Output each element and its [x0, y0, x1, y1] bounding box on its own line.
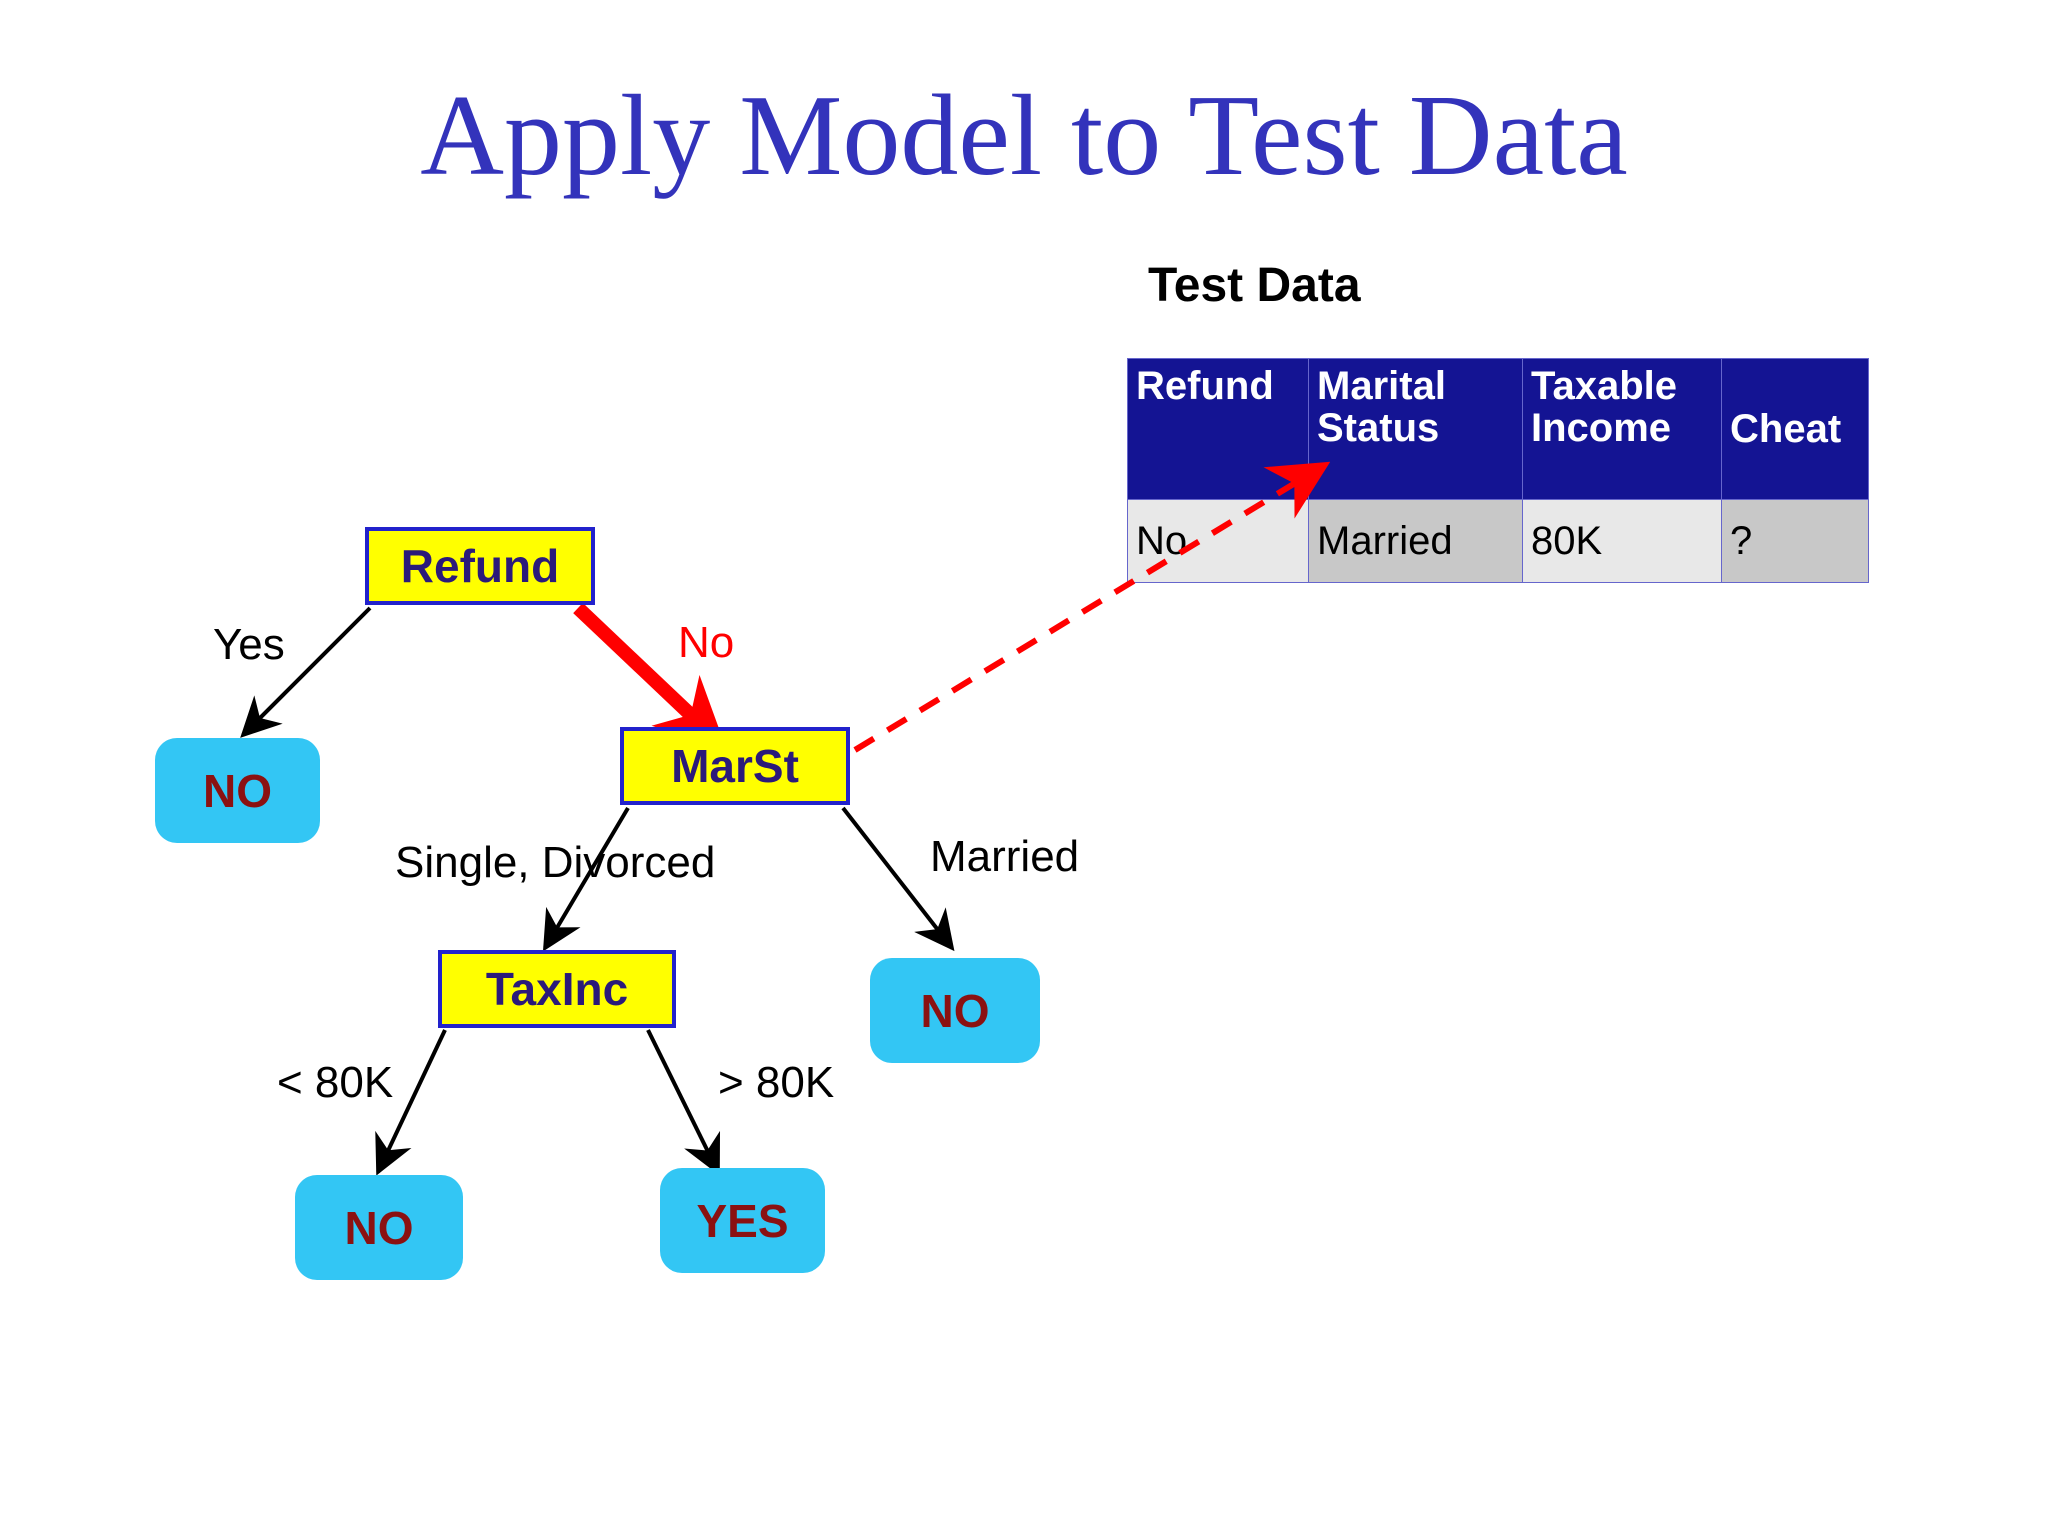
cell-taxable-income: 80K [1522, 499, 1722, 583]
edge-label-taxinc-gt-80k: > 80K [718, 1058, 835, 1107]
cell-refund: No [1127, 499, 1309, 583]
column-header-marital-line2: Status [1317, 406, 1440, 450]
test-data-table: Refund Marital Status Taxable Income Che… [1127, 358, 1869, 583]
column-header-income-line1: Taxable [1531, 364, 1677, 408]
table-row: No Married 80K ? [1127, 499, 1869, 583]
table-header-row: Refund Marital Status Taxable Income Che… [1127, 358, 1869, 500]
edge-label-marst-married: Married [930, 832, 1080, 881]
tree-node-marst[interactable]: MarSt [620, 727, 850, 805]
page-title: Apply Model to Test Data [420, 72, 1628, 200]
edge-label-refund-no: No [678, 618, 735, 667]
column-header-refund: Refund [1127, 358, 1309, 500]
column-header-cheat: Cheat [1721, 358, 1869, 500]
column-header-refund-line1: Refund [1136, 364, 1274, 408]
edge-label-refund-yes: Yes [213, 620, 285, 669]
column-header-cheat-line1: Cheat [1730, 407, 1842, 451]
cell-marital-status: Married [1308, 499, 1523, 583]
column-header-marital-line1: Marital [1317, 364, 1446, 408]
tree-node-taxinc[interactable]: TaxInc [438, 950, 676, 1028]
column-header-marital-status: Marital Status [1308, 358, 1523, 500]
tree-leaf-lt80k-no[interactable]: NO [295, 1175, 463, 1280]
tree-leaf-refund-yes-no[interactable]: NO [155, 738, 320, 843]
edge-label-taxinc-lt-80k: < 80K [277, 1058, 394, 1107]
column-header-taxable-income: Taxable Income [1522, 358, 1722, 500]
edge-label-marst-single-divorced: Single, Divorced [395, 838, 716, 887]
column-header-income-line2: Income [1531, 406, 1672, 450]
tree-node-refund[interactable]: Refund [365, 527, 595, 605]
tree-leaf-married-no[interactable]: NO [870, 958, 1040, 1063]
test-data-caption: Test Data [1148, 259, 1361, 312]
tree-leaf-gt80k-yes[interactable]: YES [660, 1168, 825, 1273]
edge-taxinc-gt-80k [646, 1029, 721, 1176]
cell-cheat: ? [1721, 499, 1869, 583]
